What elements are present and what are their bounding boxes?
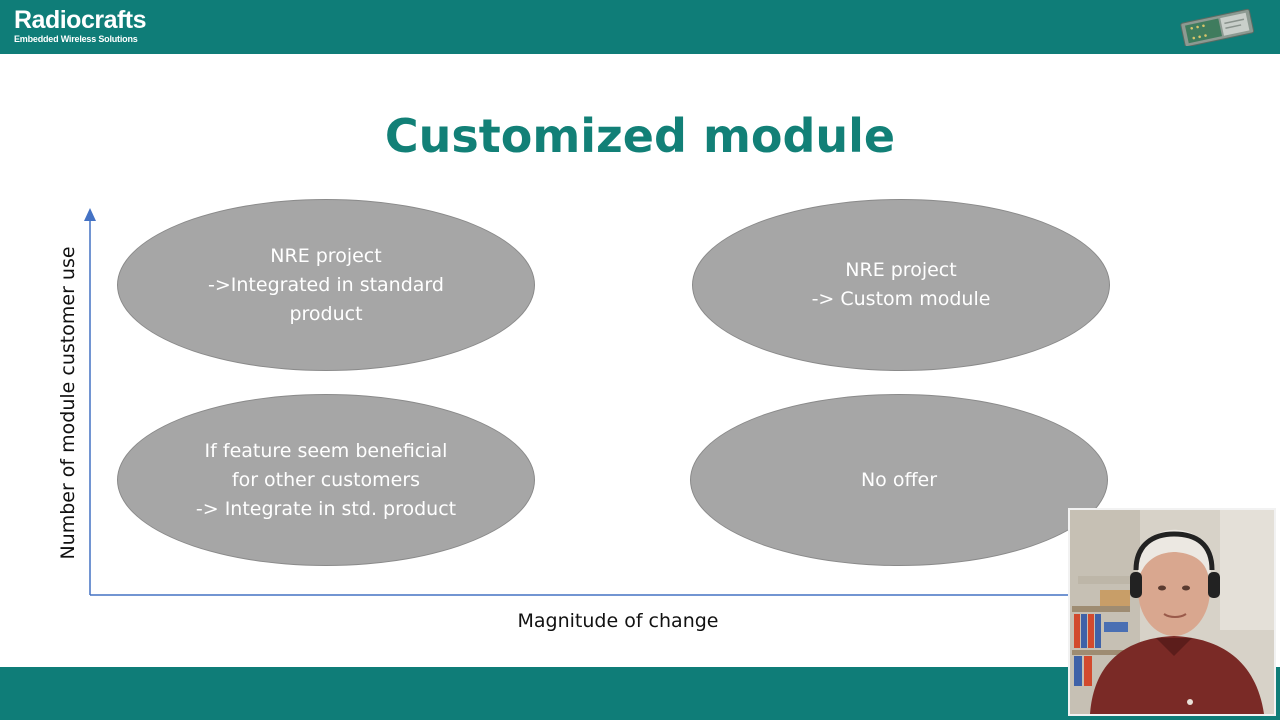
presenter-figure xyxy=(1070,510,1274,714)
header-bar: Radiocrafts Embedded Wireless Solutions xyxy=(0,0,1280,54)
quadrant-text: NRE project xyxy=(270,244,382,267)
quadrant-top-left: NRE project ->Integrated in standard pro… xyxy=(117,199,535,371)
quadrant-text: -> Custom module xyxy=(811,288,991,310)
quadrant-text: product xyxy=(289,302,363,325)
x-axis-label: Magnitude of change xyxy=(517,610,719,632)
quadrant-bottom-right: No offer xyxy=(690,394,1108,566)
rf-module-chip-icon xyxy=(1180,8,1255,46)
logo-tagline: Embedded Wireless Solutions xyxy=(14,34,138,44)
slide-title: Customized module xyxy=(384,109,896,163)
logo-name: Radiocrafts xyxy=(14,6,147,34)
quadrant-bottom-left: If feature seem beneficial for other cus… xyxy=(117,394,535,566)
quadrant-text: -> Integrate in std. product xyxy=(195,497,457,520)
presenter-webcam-video xyxy=(1068,508,1276,716)
radiocrafts-logo: Radiocrafts Embedded Wireless Solutions xyxy=(14,6,147,45)
quadrant-text: for other customers xyxy=(231,468,421,491)
quadrant-text: No offer xyxy=(860,468,938,491)
y-axis-label: Number of module customer use xyxy=(57,246,79,560)
quadrant-text: ->Integrated in standard xyxy=(208,273,444,296)
arrow-up-icon xyxy=(84,208,96,221)
quadrant-top-right: NRE project -> Custom module xyxy=(692,199,1110,371)
quadrant-text: NRE project xyxy=(845,259,957,281)
quadrant-text: If feature seem beneficial xyxy=(204,439,448,462)
footer-bar xyxy=(0,667,1280,720)
